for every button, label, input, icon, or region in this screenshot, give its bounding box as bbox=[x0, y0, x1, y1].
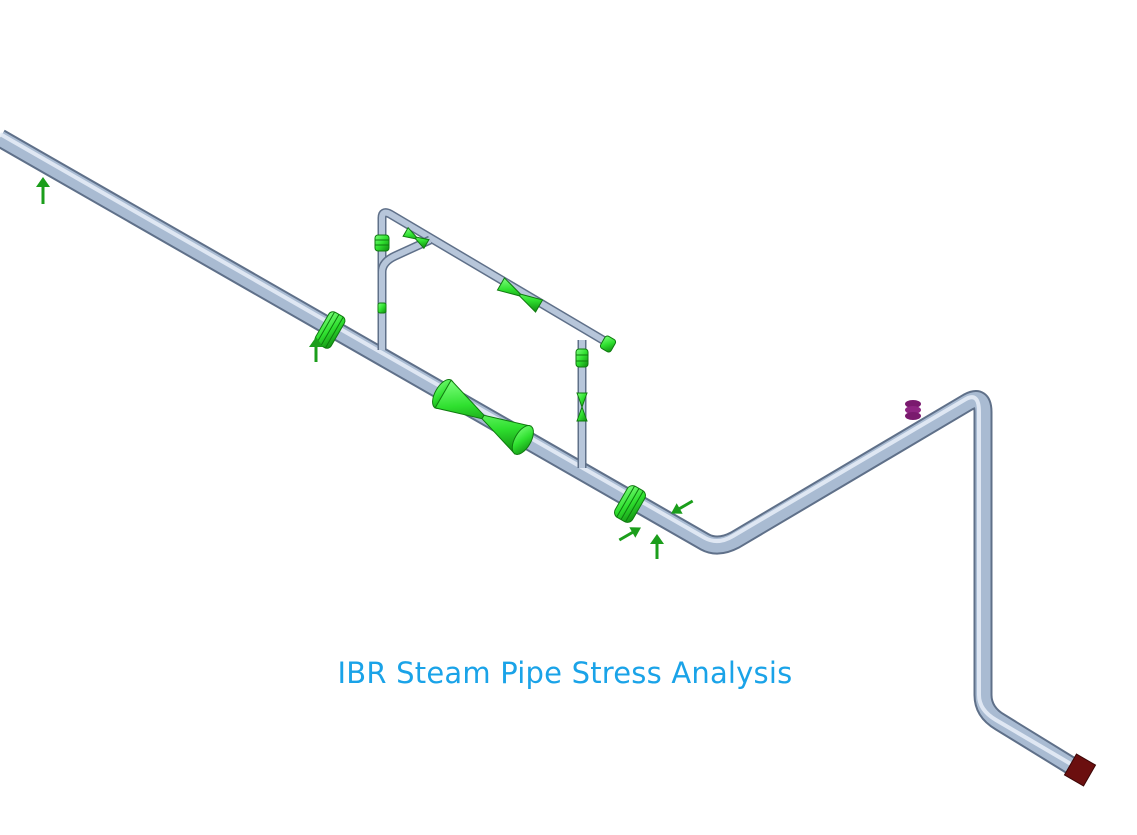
bypass-flange-icon bbox=[377, 302, 387, 314]
spring-hanger-icon bbox=[905, 400, 921, 420]
reducer-icon bbox=[432, 379, 534, 455]
support-arrow-icon bbox=[309, 337, 323, 362]
bypass-valve-icon bbox=[576, 392, 588, 422]
main-pipe bbox=[0, 129, 1083, 779]
support-arrow-icon bbox=[650, 534, 664, 559]
bypass-valve-icon bbox=[496, 277, 544, 313]
cap-icon bbox=[599, 335, 617, 353]
bypass-valve-icon bbox=[374, 234, 390, 252]
flange-icon bbox=[614, 485, 646, 523]
guide-arrow-icon bbox=[618, 527, 641, 542]
guide-arrow-icon bbox=[671, 499, 694, 514]
bypass-valve-icon bbox=[402, 226, 430, 250]
support-arrow-icon bbox=[36, 177, 50, 204]
anchor-icon bbox=[1063, 753, 1097, 787]
bypass-flange-icon bbox=[575, 348, 589, 368]
drawing-caption: IBR Steam Pipe Stress Analysis bbox=[337, 656, 793, 690]
